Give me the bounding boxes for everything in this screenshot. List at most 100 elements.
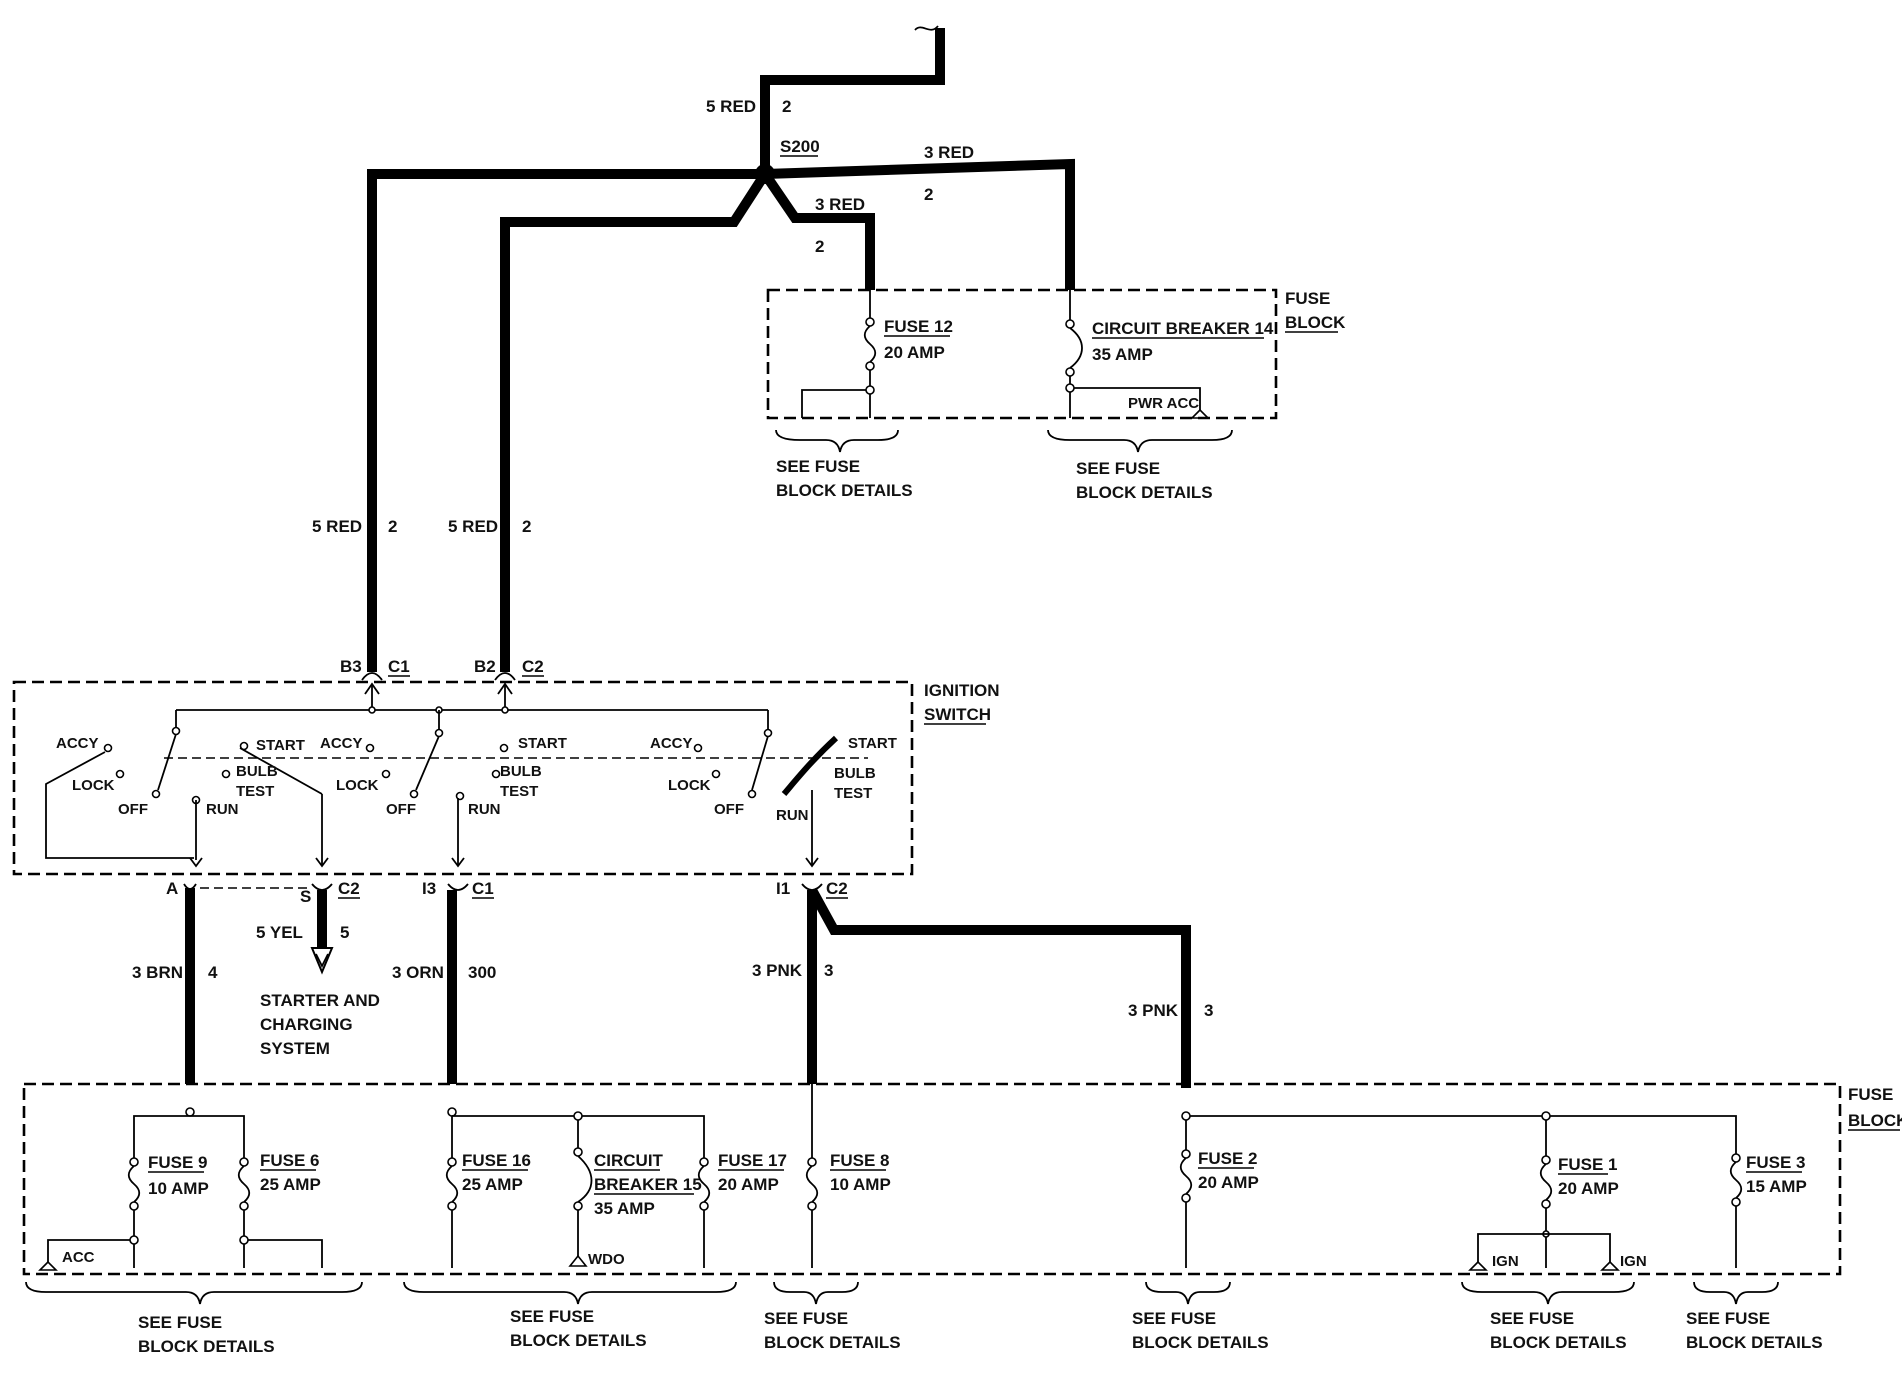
wire-i1-right [807,887,1191,1088]
see-f-2: BLOCK DETAILS [1686,1333,1823,1352]
conn-s-c: C2 [338,879,360,898]
s3-off: OFF [714,801,744,818]
wire-cb14-feed [764,158,1075,290]
wire-a-circuit: 4 [208,963,218,982]
fuse-16-rating: 25 AMP [462,1175,523,1194]
conn-b2-c: C2 [522,657,544,676]
splice-label: S200 [780,137,820,156]
s1-off: OFF [118,801,148,818]
fuse-6 [237,1157,323,1268]
fuse-2-rating: 20 AMP [1198,1173,1259,1192]
conn-s-label: S [300,887,311,906]
cb-14-name: CIRCUIT BREAKER 14 [1092,319,1274,338]
fuse-6-rating: 25 AMP [260,1175,321,1194]
ignition-switch-outline [12,680,914,876]
continuation-mark-icon [914,25,939,31]
fuse-17-name: FUSE 17 [718,1151,787,1170]
conn-a-label: A [166,879,178,898]
s2-start: START [518,735,567,752]
wire-b2-label: 5 RED [448,517,498,536]
see-a-1: SEE FUSE [138,1313,222,1332]
wire-i3-circuit: 300 [468,963,496,982]
s1-test: TEST [236,783,274,800]
cb-14-rating: 35 AMP [1092,345,1153,364]
fuse-12 [801,290,877,418]
see-d-1: SEE FUSE [1132,1309,1216,1328]
conn-b3-label: B3 [340,657,362,676]
top-fuse-block: FUSE BLOCK FUSE 12 20 AMP [766,288,1346,502]
see-f-1: SEE FUSE [1686,1309,1770,1328]
see-a-2: BLOCK DETAILS [138,1337,275,1356]
wire-i1-down-circuit: 3 [824,961,833,980]
brace-icon [773,1281,859,1305]
top-see-right-1: SEE FUSE [1076,459,1160,478]
cb-15-rating: 35 AMP [594,1199,655,1218]
feed-wire-label: 5 RED [706,97,756,116]
fuse-12-name: FUSE 12 [884,317,953,336]
conn-b2-label: B2 [474,657,496,676]
see-d-2: BLOCK DETAILS [1132,1333,1269,1352]
fuse-1-rating: 20 AMP [1558,1179,1619,1198]
cb-15-line-2: BREAKER 15 [594,1175,702,1194]
top-fuse-block-title-2: BLOCK [1285,313,1346,332]
see-c-1: SEE FUSE [764,1309,848,1328]
conn-b3-c: C1 [388,657,410,676]
s3-lock: LOCK [668,777,711,794]
wire-b3 [367,169,765,672]
fuse-2-name: FUSE 2 [1198,1149,1258,1168]
conn-i1-c: C2 [826,879,848,898]
s2-run: RUN [468,801,501,818]
ignition-switch: IGNITION SWITCH B3 C1 B2 C2 [12,657,1000,906]
feed-wire-circuit: 2 [782,97,791,116]
see-b-2: BLOCK DETAILS [510,1331,647,1350]
brace-icon [775,429,899,453]
wire-b3-circuit: 2 [388,517,397,536]
s1-run: RUN [206,801,239,818]
fuse-9-rating: 10 AMP [148,1179,209,1198]
connector-b3-icon [361,672,383,681]
wire-fuse12-feed [760,171,875,290]
fuse-12-rating: 20 AMP [884,343,945,362]
fuse-6-name: FUSE 6 [260,1151,320,1170]
bottom-fuse-block-title-2: BLOCK [1848,1111,1902,1130]
s3-accy: ACCY [650,735,693,752]
wire-cb14-circuit: 2 [924,185,933,204]
s1-bulb: BULB [236,763,278,780]
see-e-2: BLOCK DETAILS [1490,1333,1627,1352]
wire-fuse12-circuit: 2 [815,237,824,256]
s1-accy: ACCY [56,735,99,752]
brace-icon [1693,1281,1779,1305]
s3-start: START [848,735,897,752]
conn-i3-c: C1 [472,879,494,898]
see-b-1: SEE FUSE [510,1307,594,1326]
ign-label-right: IGN [1620,1253,1647,1270]
s3-test: TEST [834,785,872,802]
see-e-1: SEE FUSE [1490,1309,1574,1328]
circuit-breaker-14 [1065,290,1210,419]
brace-icon [403,1281,737,1305]
pwr-acc-label: PWR ACC [1128,395,1199,412]
bottom-fuse-block-outline [22,1082,1842,1276]
wire-i1-right-circuit: 3 [1204,1001,1213,1020]
bottom-fuse-block-title: FUSE [1848,1085,1893,1104]
fuse-17-rating: 20 AMP [718,1175,779,1194]
fuse-3-rating: 15 AMP [1746,1177,1807,1196]
connector-i3-icon [447,883,469,891]
fuse-8-rating: 10 AMP [830,1175,891,1194]
starter-arrow-icon [310,947,334,975]
connector-s-icon [311,883,333,891]
s2-off: OFF [386,801,416,818]
ignition-switch-title-2: SWITCH [924,705,991,724]
acc-label: ACC [62,1249,95,1266]
wire-a-label: 3 BRN [132,963,183,982]
wire-i3-label: 3 ORN [392,963,444,982]
wire-fuse12-label: 3 RED [815,195,865,214]
feed-wire [760,28,945,172]
fuse-16 [445,1157,459,1268]
top-fuse-block-outline [766,288,1278,420]
fuse-16-name: FUSE 16 [462,1151,531,1170]
fuse-8 [805,1084,819,1268]
fuse-2 [1179,1120,1193,1268]
top-see-right-2: BLOCK DETAILS [1076,483,1213,502]
s2-accy: ACCY [320,735,363,752]
